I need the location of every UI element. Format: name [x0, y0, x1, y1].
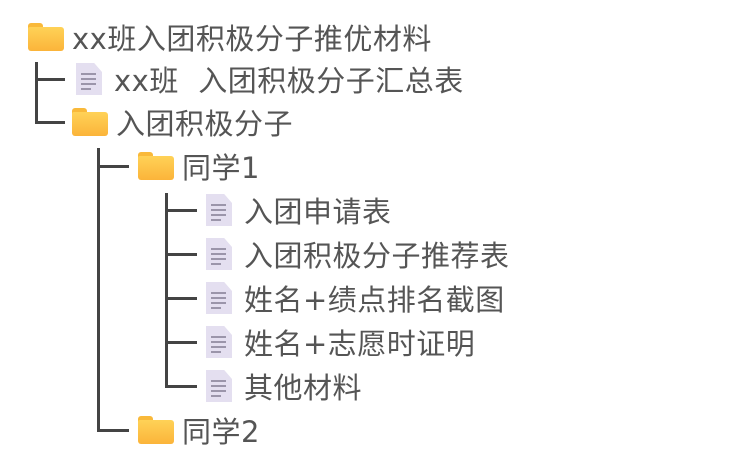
folder-icon [138, 416, 174, 444]
item-label: 其他材料 [244, 371, 363, 405]
tree-item-student1[interactable]: 同学1 [138, 144, 260, 188]
tree-item-file[interactable]: 入团积极分子推荐表 [200, 232, 510, 276]
item-label: 姓名+志愿时证明 [244, 327, 476, 361]
folder-icon [138, 152, 174, 180]
document-icon [206, 370, 232, 402]
tree-line [35, 121, 65, 124]
item-label: 同学1 [182, 151, 260, 185]
tree-line [97, 165, 129, 168]
item-label: 姓名+绩点排名截图 [244, 283, 505, 317]
tree-line [165, 193, 168, 388]
item-label: xx班入团积极分子推优材料 [72, 22, 432, 56]
tree-item-summary[interactable]: xx班 入团积极分子汇总表 [70, 57, 464, 101]
tree-line [165, 209, 197, 212]
document-icon [206, 282, 232, 314]
item-label: 入团申请表 [244, 195, 392, 229]
tree-line [97, 429, 129, 432]
tree-item-file[interactable]: 入团申请表 [200, 188, 392, 232]
document-icon [76, 63, 102, 95]
tree-item-root-folder[interactable]: xx班入团积极分子推优材料 [28, 15, 432, 59]
item-label: 入团积极分子 [116, 107, 294, 141]
item-label: 入团积极分子推荐表 [244, 239, 510, 273]
tree-item-student2[interactable]: 同学2 [138, 408, 260, 452]
item-label: xx班 入团积极分子汇总表 [114, 64, 464, 98]
tree-item-file[interactable]: 其他材料 [200, 364, 362, 408]
tree-item-folder[interactable]: 入团积极分子 [72, 100, 293, 144]
tree-line [165, 341, 197, 344]
tree-line [35, 78, 65, 81]
folder-icon [72, 108, 108, 136]
tree-line [165, 385, 197, 388]
document-icon [206, 326, 232, 358]
folder-icon [28, 23, 64, 51]
document-icon [206, 238, 232, 270]
item-label: 同学2 [182, 415, 260, 449]
tree-line [97, 148, 100, 432]
document-icon [206, 194, 232, 226]
tree-line [35, 62, 38, 124]
tree-item-file[interactable]: 姓名+绩点排名截图 [200, 276, 505, 320]
tree-line [165, 297, 197, 300]
tree-item-file[interactable]: 姓名+志愿时证明 [200, 320, 475, 364]
tree-line [165, 253, 197, 256]
